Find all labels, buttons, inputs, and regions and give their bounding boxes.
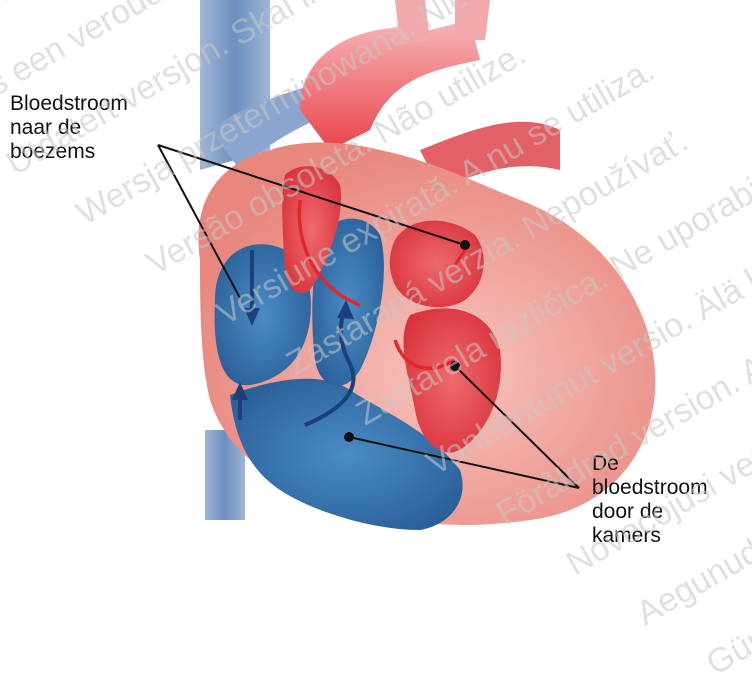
pointer-dot-left-atrium <box>460 240 470 250</box>
aorta-branch-1 <box>395 0 430 45</box>
left-atrium <box>390 221 484 308</box>
label-ventricle-flow: De bloedstroom door de kamers <box>592 452 708 548</box>
pointer-dot-right-ventricle <box>344 432 354 442</box>
label-atria-flow: Bloedstroom naar de boezems <box>10 92 128 164</box>
pointer-dot-left-ventricle <box>450 361 460 371</box>
aorta-branch-2 <box>455 0 490 40</box>
aorta-arch <box>300 20 480 150</box>
